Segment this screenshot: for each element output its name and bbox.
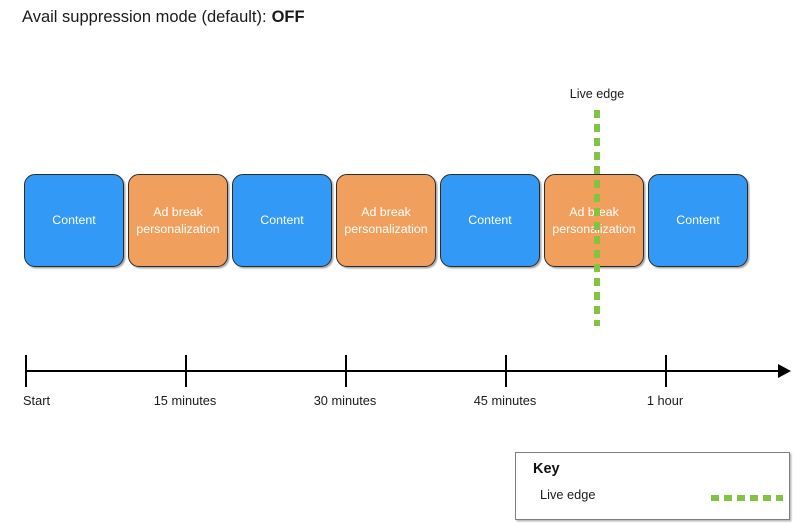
segment-label: Ad break personalization — [344, 204, 428, 236]
segment-adbreak-2: Ad break personalization — [128, 174, 228, 267]
key-legend-box: Key Live edge — [515, 452, 790, 520]
segment-content-5: Content — [440, 174, 540, 267]
axis-tick-label-3: 30 minutes — [313, 393, 377, 408]
segment-track: Content Ad break personalization Content Ad… — [24, 174, 748, 267]
segment-label: Ad break personalization — [136, 204, 220, 236]
live-edge-dashed-line — [594, 110, 600, 326]
live-edge-label: Live edge — [569, 87, 625, 101]
axis-tick-1 — [25, 355, 27, 387]
axis-line — [25, 370, 785, 372]
axis-tick-3 — [345, 355, 347, 387]
key-item-live-edge-swatch — [711, 495, 783, 501]
timeline-axis: Start 15 minutes 30 minutes 45 minutes 1 hou… — [0, 340, 803, 410]
axis-tick-4 — [505, 355, 507, 387]
segment-label: Content — [260, 213, 304, 228]
segment-adbreak-4: Ad break personalization — [336, 174, 436, 267]
segment-label: Content — [468, 213, 512, 228]
axis-tick-5 — [665, 355, 667, 387]
axis-tick-2 — [185, 355, 187, 387]
axis-tick-label-2: 15 minutes — [153, 393, 217, 408]
key-title: Key — [533, 461, 560, 477]
key-item-live-edge-label: Live edge — [540, 487, 596, 502]
segment-content-7: Content — [648, 174, 748, 267]
avail-suppression-mode-value: OFF — [271, 8, 305, 26]
page-title: Avail suppression mode (default):OFF — [22, 8, 305, 27]
segment-content-1: Content — [24, 174, 124, 267]
axis-tick-label-1: Start — [23, 393, 51, 408]
segment-label: Content — [676, 213, 720, 228]
page-title-text: Avail suppression mode (default): — [22, 8, 267, 26]
segment-label: Content — [52, 213, 96, 228]
axis-tick-label-5: 1 hour — [646, 393, 684, 408]
segment-content-3: Content — [232, 174, 332, 267]
axis-arrow-icon — [778, 364, 791, 378]
axis-tick-label-4: 45 minutes — [473, 393, 537, 408]
